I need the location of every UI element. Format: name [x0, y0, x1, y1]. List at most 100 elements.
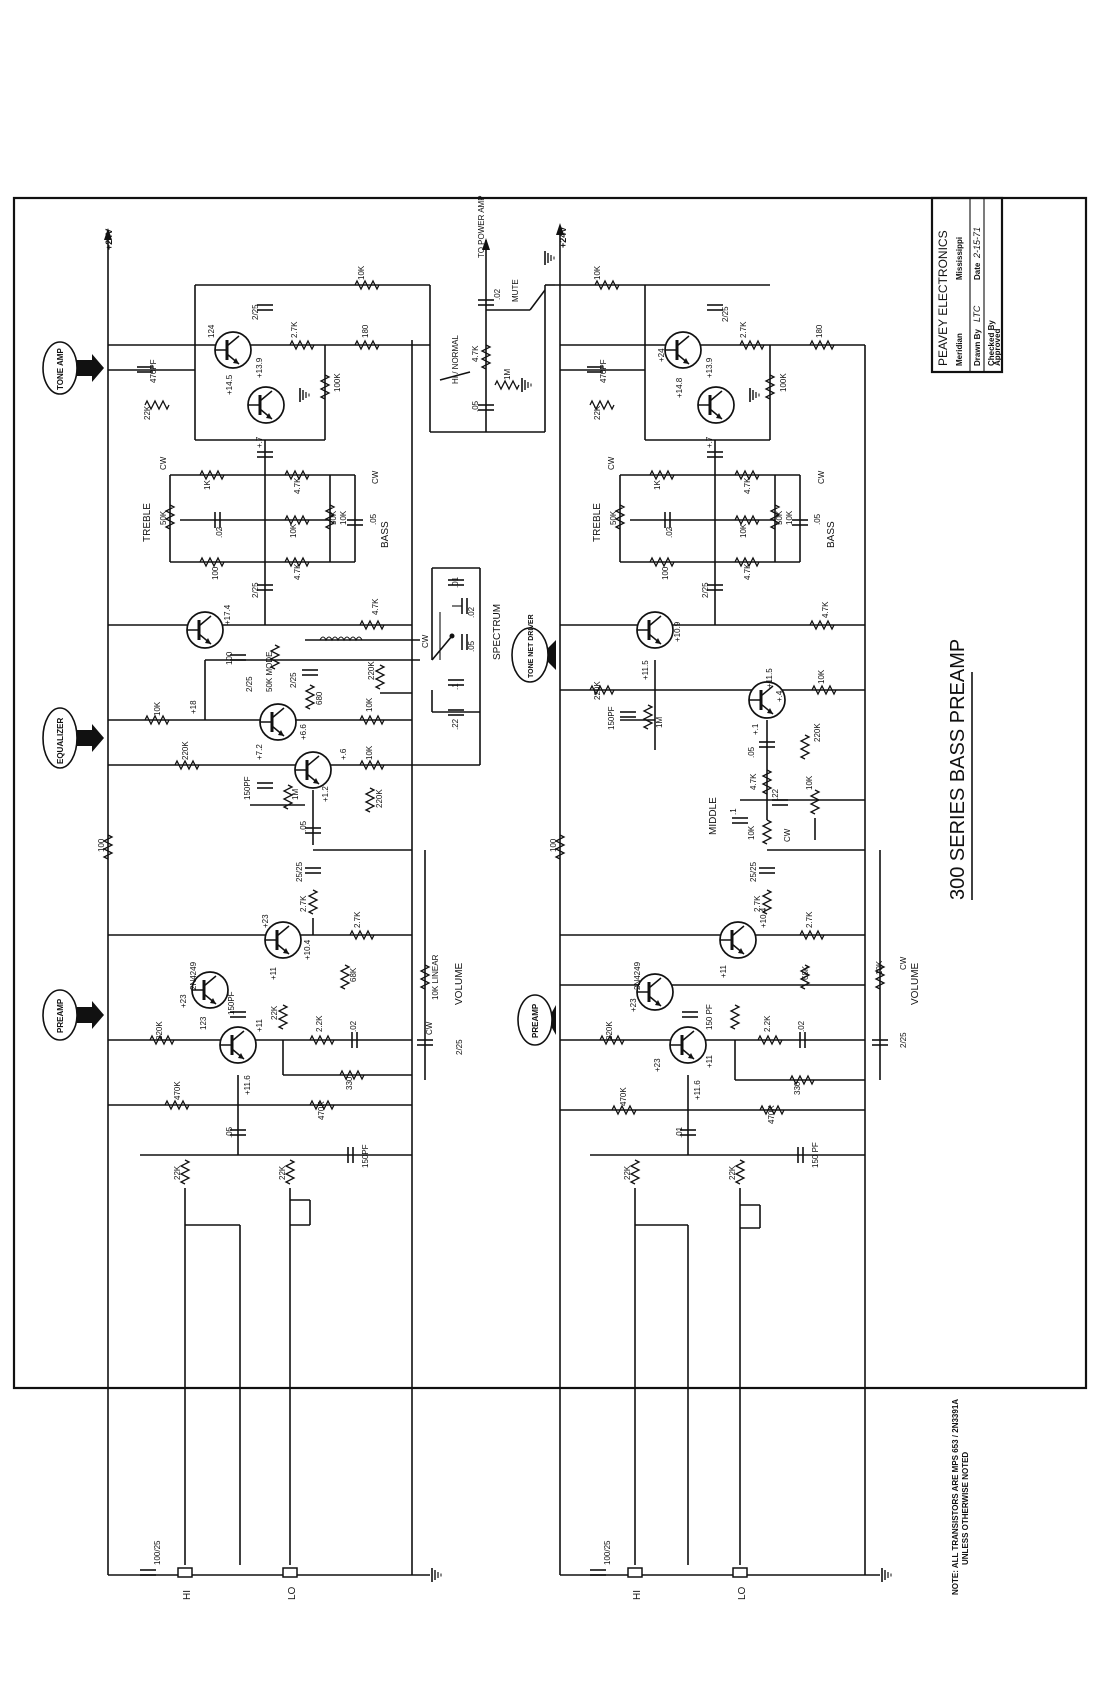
- right-tone-r10k-b: 10K: [785, 510, 794, 525]
- right-tone-c05: .05: [813, 513, 822, 525]
- right-preamp-v116: +11.6: [693, 1080, 702, 1100]
- spectrum-switch[interactable]: .01 .02 .05 .1 .22 CW SPECTRUM: [421, 567, 503, 765]
- company-location: Meridian: [955, 333, 964, 366]
- right-tone-r1k: 1K: [653, 480, 662, 490]
- tag-tone-net-driver-label: TONE NET DRIVER: [528, 614, 535, 678]
- right-treble-cw: CW: [607, 456, 616, 470]
- left-eq-mode-pot: 50K MODE: [265, 652, 274, 692]
- left-preamp-r68k: 68K: [349, 967, 358, 982]
- right-preamp-v11b: +11: [705, 1054, 714, 1068]
- left-tone-amp-v139: +13.9: [255, 357, 264, 378]
- left-preamp-q3: [218, 1025, 258, 1065]
- right-tone-amp-r100k: 100K: [779, 373, 788, 392]
- left-tone-amp-c225: 2/25: [251, 304, 260, 320]
- right-preamp-r68k: 68K: [801, 965, 810, 980]
- to-power-amp-label: TO POWER AMP: [477, 195, 486, 258]
- left-preamp-r22k-b: 2.2K: [315, 1015, 324, 1032]
- left-tone-r10k-b: 10K: [339, 510, 348, 525]
- left-eq-v66: +6.6: [299, 724, 308, 740]
- left-bass-cw: CW: [371, 470, 380, 484]
- tag-equalizer: EQUALIZER: [42, 707, 104, 769]
- left-ground-icon: [431, 1567, 442, 1583]
- mute-switch[interactable]: [529, 289, 546, 311]
- left-eq-c100: 100: [225, 651, 234, 665]
- output-r47k: 4.7K: [471, 345, 480, 362]
- tag-tone-net-driver: TONE NET DRIVER: [511, 614, 556, 683]
- left-eq-c225: 2/25: [245, 676, 254, 692]
- left-input-c10025: 100/25: [153, 1540, 162, 1565]
- hi-normal-switch[interactable]: [439, 371, 471, 381]
- left-preamp-r470k-b: 470K: [317, 1101, 326, 1120]
- left-lo-label: LO: [287, 1586, 298, 1600]
- left-volume-cw: CW: [425, 1021, 434, 1035]
- right-driver-v115: +11.5: [641, 660, 650, 680]
- right-preamp-r330: 330: [793, 1081, 802, 1095]
- left-tone-r10k: 10K: [289, 523, 298, 538]
- tag-preamp-left: PREAMP: [42, 989, 104, 1041]
- tag-preamp-right-label: PREAMP: [531, 1003, 540, 1038]
- tag-tone-amp-label: TONE AMP: [56, 348, 65, 390]
- right-preamp-c01: .01: [675, 1126, 684, 1138]
- left-eq-v18: +18: [189, 700, 198, 714]
- left-preamp-v123: 123: [199, 1016, 208, 1030]
- mute-cap-02: .02: [493, 288, 502, 300]
- left-eq-q1: [185, 610, 225, 650]
- title-block: PEAVEY ELECTRONICS Meridian Mississippi …: [930, 196, 1004, 374]
- sheet-border: [12, 196, 1088, 1390]
- spectrum-cw: CW: [421, 634, 430, 648]
- transistor-note-2: UNLESS OTHERWISE NOTED: [961, 1452, 970, 1565]
- left-preamp-r220k: 220K: [155, 1021, 164, 1040]
- right-preamp-v23b: +23: [653, 1058, 662, 1072]
- right-driver-q1: [635, 610, 675, 650]
- right-hi-jack[interactable]: [627, 1567, 643, 1578]
- left-tone-amp-q2: [246, 385, 286, 425]
- left-tone-r1k: 1K: [203, 480, 212, 490]
- right-preamp-v23: +23: [629, 998, 638, 1012]
- right-treble-label: TREBLE: [592, 503, 603, 542]
- checked-by-label: Checked By: [987, 320, 996, 366]
- left-eq-r680: 680: [315, 691, 324, 705]
- date-label: Date: [973, 262, 982, 280]
- left-eq-c150pf: 150PF: [243, 776, 252, 800]
- left-eq-r10k-b: 10K: [153, 701, 162, 716]
- spectrum-c02: .02: [467, 606, 476, 618]
- left-rail-label: +24V: [104, 229, 114, 250]
- spectrum-c01: .01: [451, 576, 460, 588]
- right-bass-label: BASS: [826, 521, 837, 548]
- left-channel: +24V 100 2/25 10K 2.: [97, 228, 503, 1600]
- right-driver-r220k-b: 220K: [813, 723, 822, 742]
- left-tone-amp-r22k: 22K: [143, 405, 152, 420]
- left-bass-pot-value: 50K: [329, 510, 338, 525]
- left-eq-r10k-c: 10K: [365, 745, 374, 760]
- right-preamp-2n4249: 2N4249: [633, 961, 642, 990]
- left-tone-c05: .05: [369, 513, 378, 525]
- left-preamp-v116: +11.6: [243, 1075, 252, 1095]
- left-eq-r10k: 10K: [365, 697, 374, 712]
- right-driver-r1m: 1M: [655, 717, 664, 728]
- left-preamp-c2525: 25/25: [295, 861, 304, 882]
- left-tone-amp-c470pf: 470PF: [149, 359, 158, 383]
- right-input-r22k: 22K: [623, 1165, 632, 1180]
- left-preamp-q1: [263, 920, 303, 960]
- left-input-r22k-2: 22K: [278, 1165, 287, 1180]
- company-state: Mississippi: [955, 237, 964, 280]
- right-channel: +24V 100 2/25 10K 2.7K 180: [549, 223, 921, 1600]
- left-eq-r1m: 1M: [291, 789, 300, 800]
- left-volume-label: VOLUME: [454, 962, 465, 1005]
- tag-equalizer-label: EQUALIZER: [56, 718, 65, 764]
- left-lo-jack[interactable]: [282, 1567, 298, 1578]
- transistor-note-1: NOTE: ALL TRANSISTORS ARE MPS 653 / 2N33…: [951, 1399, 960, 1595]
- right-lo-jack[interactable]: [732, 1567, 748, 1578]
- left-hi-jack[interactable]: [177, 1567, 193, 1578]
- right-preamp-q3: [668, 1025, 708, 1065]
- right-input-c10025: 100/25: [603, 1540, 612, 1565]
- left-volume-pot: 10K LINEAR: [431, 954, 440, 1000]
- left-preamp-c150pf-b: 150PF: [361, 1144, 370, 1168]
- tag-preamp-left-label: PREAMP: [56, 998, 65, 1033]
- left-eq-q2: [258, 702, 298, 742]
- right-preamp-c02: .02: [797, 1020, 806, 1032]
- left-preamp-r22k: 22K: [270, 1005, 279, 1020]
- left-preamp-r470k: 470K: [173, 1081, 182, 1100]
- left-tone-amp-r27k: 2.7K: [290, 321, 299, 338]
